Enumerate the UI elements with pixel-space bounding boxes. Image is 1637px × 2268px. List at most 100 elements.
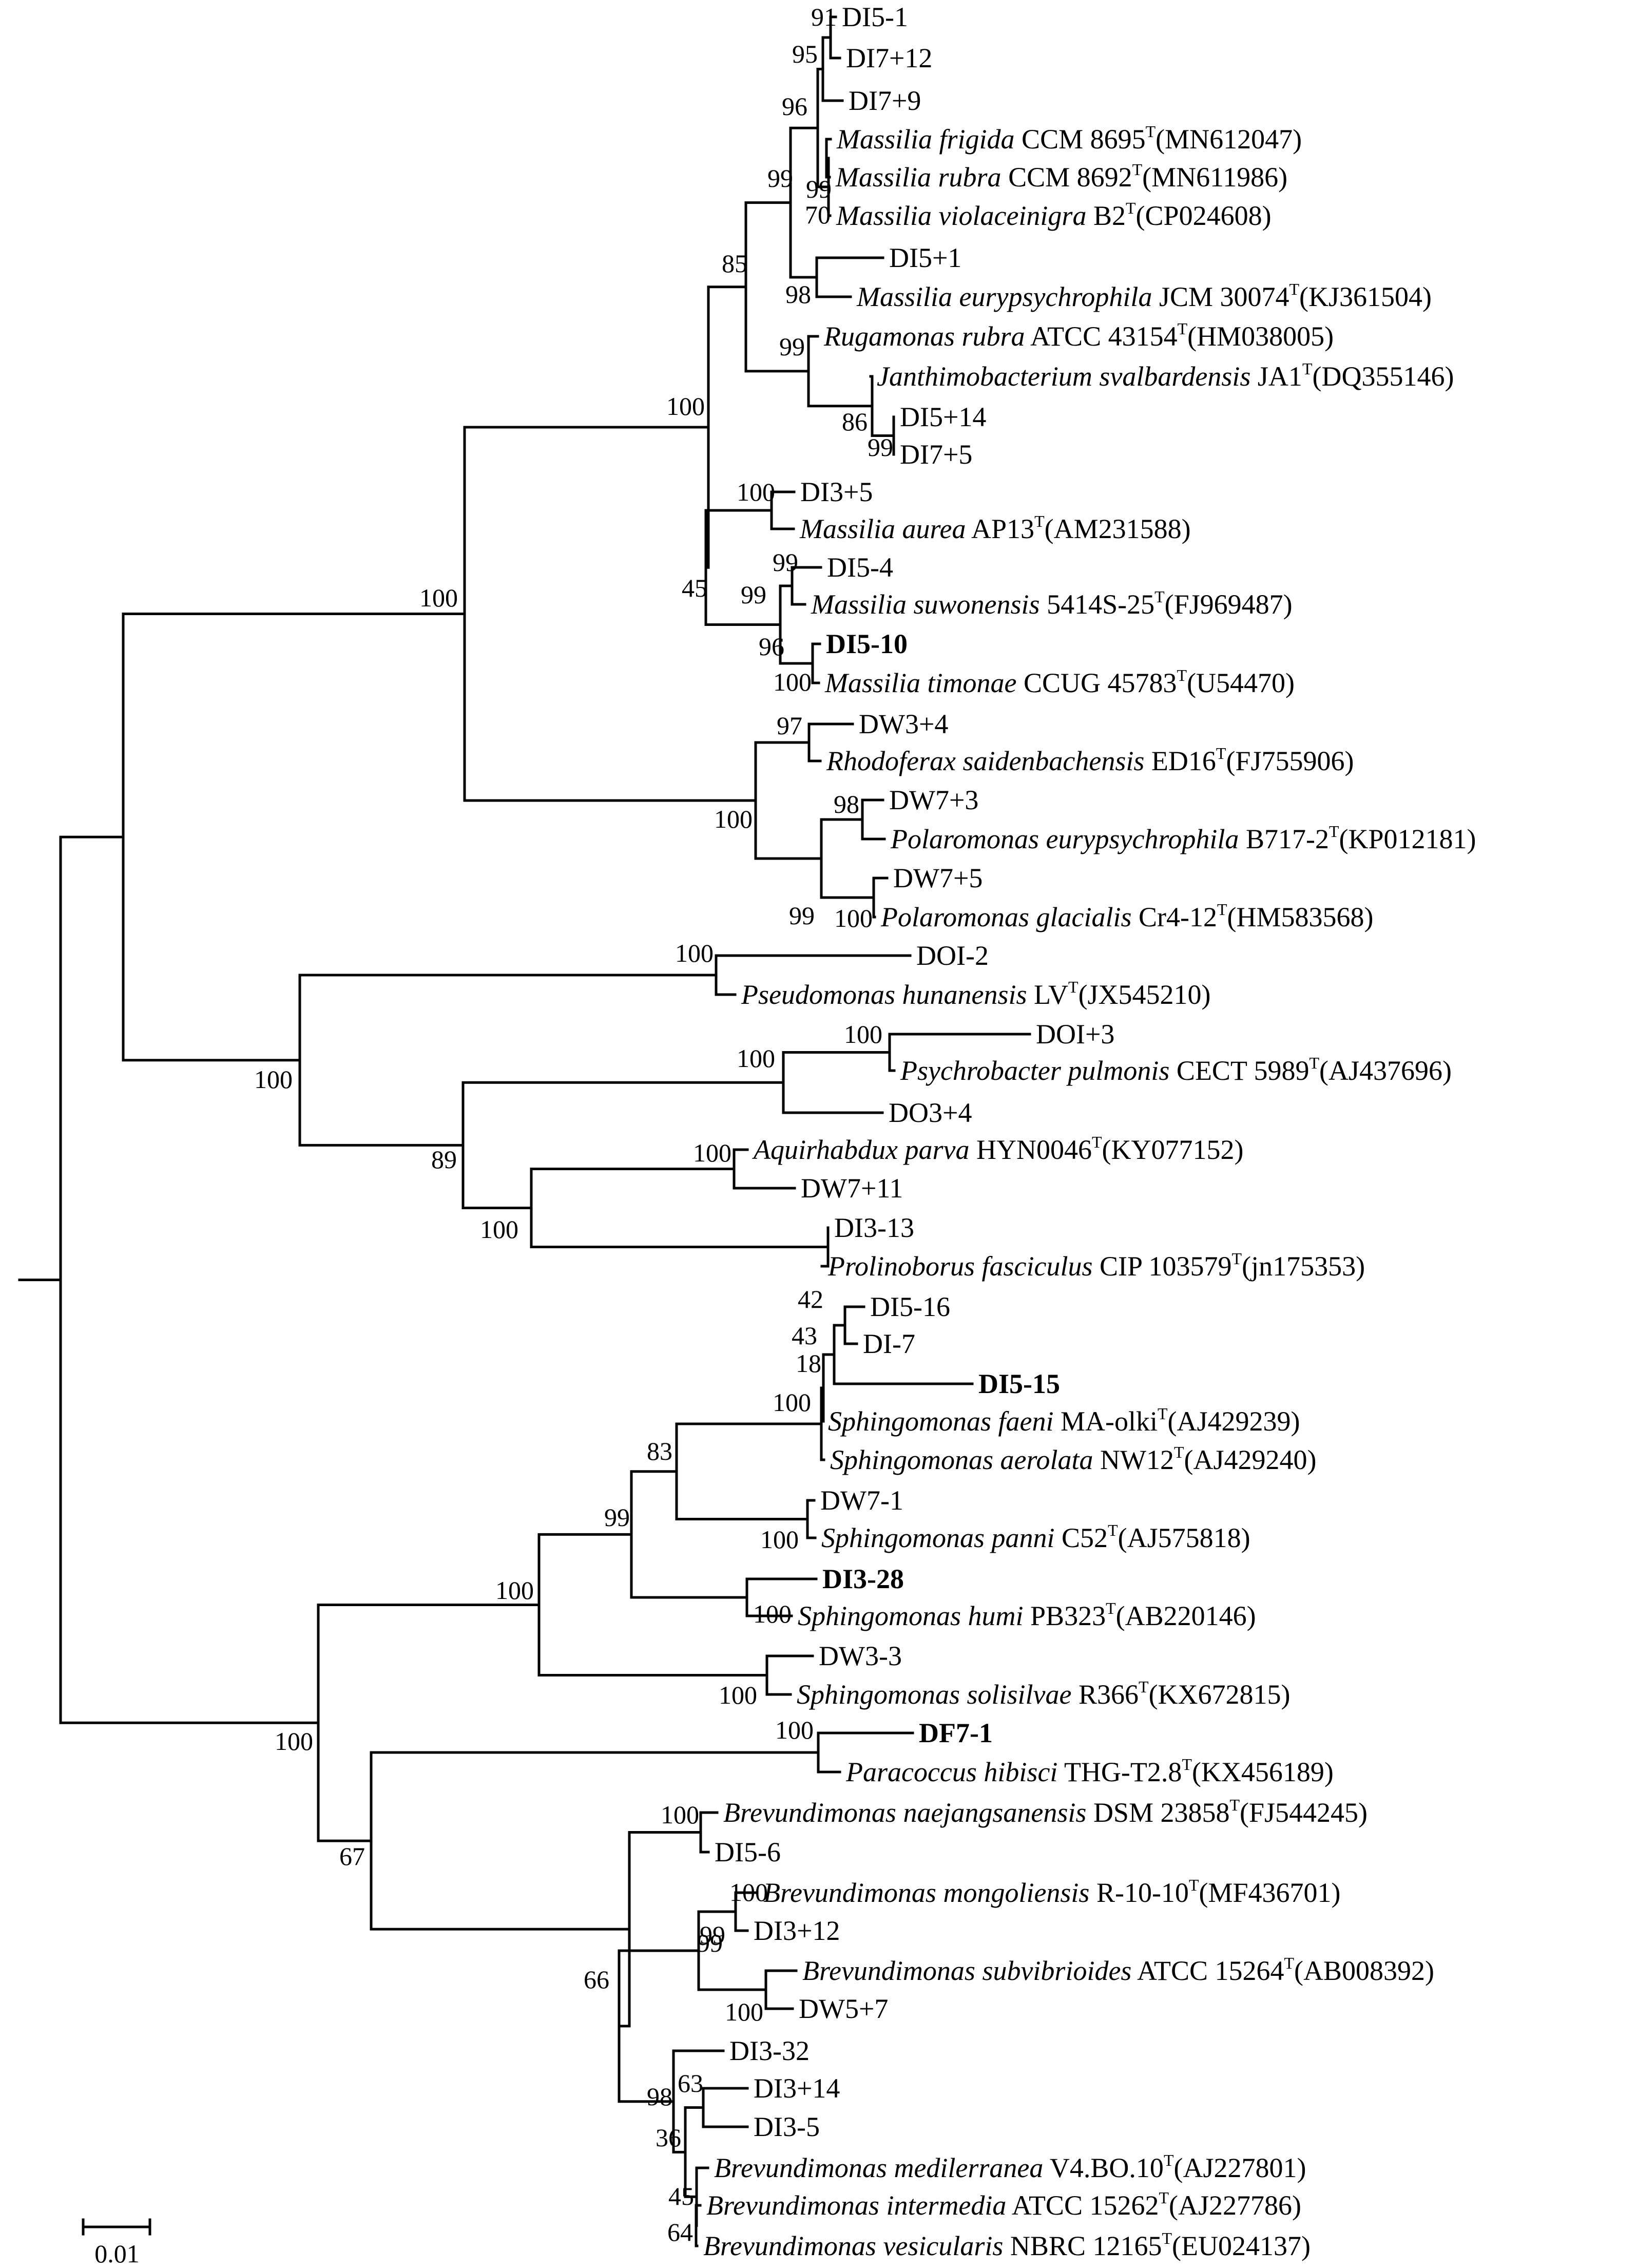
taxon-label: DO3+4 — [889, 1097, 972, 1128]
bootstrap-value: 99 — [767, 164, 793, 193]
taxon-label: DI5-10 — [826, 628, 908, 659]
taxon-label: Brevundimonas medilerranea V4.BO.10T(AJ2… — [714, 2151, 1306, 2183]
bootstrap-value: 100 — [419, 583, 458, 612]
taxon-label: Janthimobacterium svalbardensis JA1T(DQ3… — [877, 359, 1454, 392]
taxon-label: DOI-2 — [916, 940, 989, 971]
taxon-label: Massilia aurea AP13T(AM231588) — [799, 512, 1191, 544]
bootstrap-value: 45 — [668, 2182, 694, 2210]
taxon-label: DI5-4 — [827, 552, 893, 583]
bootstrap-value: 100 — [775, 1716, 814, 1744]
bootstrap-value: 83 — [647, 1437, 672, 1465]
taxon-label: Massilia frigida CCM 8695T(MN612047) — [836, 122, 1302, 155]
bootstrap-value: 100 — [275, 1727, 313, 1756]
bootstrap-value: 100 — [675, 939, 714, 967]
bootstrap-value: 97 — [777, 711, 802, 740]
bootstrap-value: 85 — [722, 249, 747, 278]
taxon-label: Aquirhabdux parva HYN0046T(KY077152) — [752, 1133, 1244, 1165]
taxon-label: Sphingomonas solisilvae R366T(KX672815) — [797, 1678, 1291, 1710]
bootstrap-value: 67 — [339, 1842, 365, 1871]
taxon-label: DI3-32 — [729, 2035, 810, 2066]
taxon-label: Brevundimonas naejangsanensis DSM 23858T… — [723, 1796, 1368, 1828]
taxon-label: DW3-3 — [819, 1641, 902, 1671]
taxon-label: Massilia violaceinigra B2T(CP024608) — [836, 199, 1272, 231]
taxon-label: DI7+12 — [846, 43, 932, 73]
taxon-label: Massilia eurypsychrophila JCM 30074T(KJ3… — [856, 280, 1432, 312]
bootstrap-value: 100 — [725, 1997, 763, 2026]
bootstrap-value: 66 — [584, 1965, 609, 1994]
bootstrap-value: 91 — [811, 3, 837, 31]
scale-bar-label: 0.01 — [94, 2239, 140, 2268]
bootstrap-value: 100 — [737, 478, 775, 506]
taxon-label: Sphingomonas humi PB323T(AB220146) — [798, 1599, 1256, 1631]
taxon-label: DI3+12 — [754, 1915, 840, 1946]
bootstrap-value: 43 — [792, 1321, 817, 1350]
bootstrap-value: 99 — [789, 901, 815, 930]
bootstrap-value: 98 — [834, 790, 859, 818]
bootstrap-value: 100 — [495, 1576, 534, 1605]
taxon-label: Massilia timonae CCUG 45783T(U54470) — [824, 666, 1295, 698]
taxon-label: Brevundimonas mongoliensis R-10-10T(MF43… — [763, 1876, 1341, 1908]
taxon-label: Pseudomonas hunanensis LVT(JX545210) — [741, 978, 1211, 1010]
taxon-label: DI7+9 — [849, 85, 921, 116]
taxon-label: DI3-28 — [822, 1564, 904, 1594]
bootstrap-value: 96 — [782, 92, 807, 121]
bootstrap-value: 96 — [759, 632, 784, 661]
bootstrap-value: 99 — [868, 433, 893, 462]
taxon-label: DI5+14 — [900, 402, 986, 432]
taxon-label: DI5-16 — [870, 1291, 950, 1322]
bootstrap-value: 100 — [753, 1599, 792, 1628]
bootstrap-values: 9195969970999885998699100100994596991009… — [254, 3, 893, 2246]
taxon-label: DI5+1 — [889, 242, 961, 273]
taxon-label: DI3+14 — [754, 2073, 840, 2104]
bootstrap-value: 100 — [661, 1800, 699, 1829]
bootstrap-value: 86 — [842, 407, 868, 436]
bootstrap-value: 45 — [682, 574, 707, 602]
taxon-label: DI5-1 — [842, 2, 908, 32]
bootstrap-value: 99 — [700, 1920, 725, 1949]
taxon-label: DOI+3 — [1036, 1019, 1114, 1050]
taxon-label: Sphingomonas panni C52T(AJ575818) — [821, 1521, 1250, 1553]
bootstrap-value: 18 — [796, 1349, 821, 1378]
bootstrap-value: 63 — [678, 2069, 703, 2098]
taxon-label: Polaromonas glacialis Cr4-12T(HM583568) — [880, 900, 1374, 932]
taxon-label: Polaromonas eurypsychrophila B717-2T(KP0… — [890, 822, 1476, 854]
taxon-label: Rugamonas rubra ATCC 43154T(HM038005) — [823, 319, 1334, 352]
scale-bar: 0.01 — [82, 2218, 151, 2268]
bootstrap-value: 99 — [773, 548, 798, 577]
bootstrap-value: 100 — [844, 1020, 882, 1049]
taxon-label: Brevundimonas subvibrioides ATCC 15264T(… — [802, 1954, 1434, 1986]
scale-bar-line — [82, 2218, 151, 2236]
taxon-label: DW5+7 — [799, 1993, 888, 2024]
taxon-label: DW7+5 — [893, 863, 983, 893]
bootstrap-value: 100 — [773, 668, 812, 696]
bootstrap-value: 100 — [719, 1681, 757, 1709]
bootstrap-value: 100 — [760, 1525, 799, 1554]
taxon-label: Psychrobacter pulmonis CECT 5989T(AJ4376… — [900, 1054, 1452, 1086]
taxon-label: Paracoccus hibisci THG-T2.8T(KX456189) — [845, 1755, 1334, 1787]
bootstrap-value: 99 — [806, 175, 832, 203]
taxon-label: Brevundimonas vesicularis NBRC 12165T(EU… — [703, 2229, 1311, 2261]
branch-lines — [18, 15, 1031, 2247]
taxon-label: DI3-5 — [754, 2111, 820, 2142]
taxon-label: Sphingomonas faeni MA-olkiT(AJ429239) — [828, 1404, 1300, 1437]
taxon-label: DW7+11 — [801, 1173, 903, 1204]
taxon-label: DI5-6 — [715, 1837, 781, 1867]
bootstrap-value: 100 — [480, 1215, 518, 1244]
taxon-label: DI3-13 — [834, 1212, 914, 1243]
taxon-label: Massilia rubra CCM 8692T(MN611986) — [835, 160, 1287, 193]
bootstrap-value: 42 — [798, 1285, 823, 1313]
bootstrap-value: 100 — [729, 1878, 768, 1907]
taxon-label: Rhodoferax saidenbachensis ED16T(FJ75590… — [826, 744, 1354, 776]
bootstrap-value: 99 — [741, 580, 766, 609]
bootstrap-value: 99 — [697, 1929, 723, 1957]
taxon-label: Sphingomonas aerolata NW12T(AJ429240) — [830, 1443, 1317, 1475]
taxon-label: DF7-1 — [919, 1718, 993, 1748]
taxon-label: DW7-1 — [820, 1485, 903, 1516]
bootstrap-value: 64 — [667, 2218, 693, 2246]
tree-branches — [18, 15, 1031, 2247]
taxon-label: Prolinoborus fasciculus CIP 103579T(jn17… — [827, 1249, 1365, 1282]
bootstrap-value: 36 — [656, 2123, 681, 2152]
bootstrap-value: 98 — [785, 280, 811, 309]
